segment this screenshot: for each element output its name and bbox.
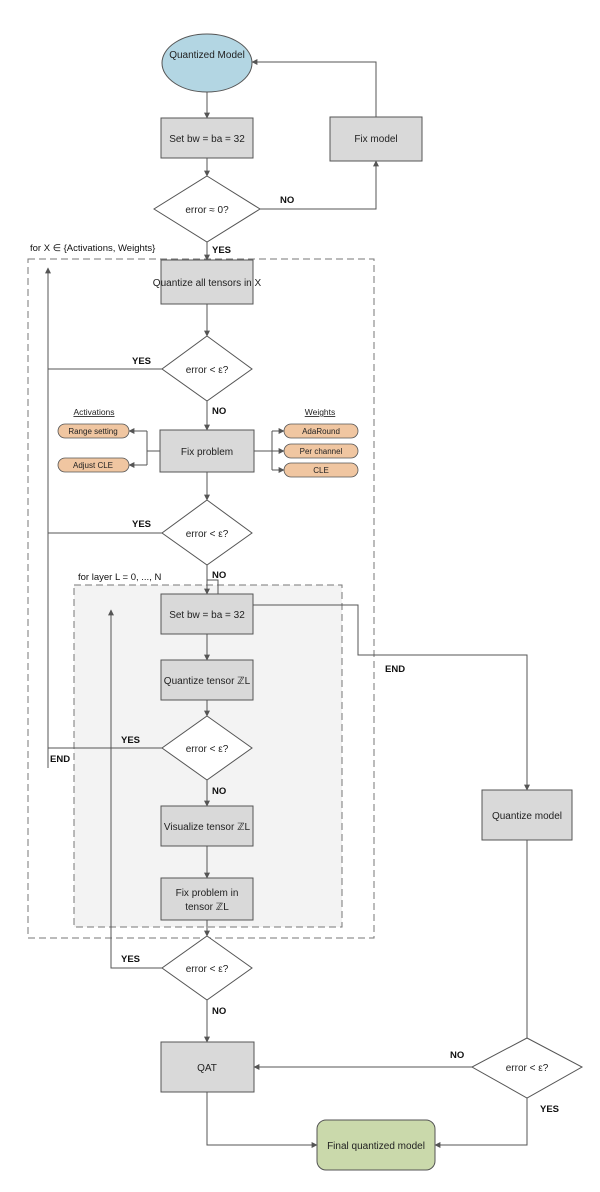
fix-problem-box — [159, 429, 255, 473]
pill-range-setting — [57, 423, 130, 439]
visualize-tensor-box — [160, 805, 254, 847]
set-bits-inner-label: Set bw = ba = 32 — [169, 610, 245, 621]
final-label: Final quantized model — [327, 1141, 425, 1152]
start-label: Quantized Model — [169, 50, 245, 61]
edge-yes-eps5: YES — [540, 1104, 559, 1115]
pill-cle-label: CLE — [313, 466, 329, 475]
check-eps3-label: error < ε? — [186, 744, 229, 755]
pill-adaround — [283, 423, 359, 439]
fix-model-label: Fix model — [354, 134, 397, 145]
check-eps1-label: error < ε? — [186, 365, 229, 376]
edge-end-left: END — [50, 754, 70, 765]
check-eps1-diamond — [161, 335, 253, 402]
edge-no-eps1: NO — [212, 406, 226, 417]
svg-text:Quantized Model: Quantized Model — [169, 50, 245, 61]
quantize-model-box — [481, 789, 573, 841]
edge-no-eps2: NO — [212, 570, 226, 581]
check-eps5-diamond — [470, 1037, 584, 1099]
edge-yes-eps2: YES — [132, 519, 151, 530]
fix-problem-label: Fix problem — [181, 447, 233, 458]
check-eps5-label: error < ε? — [506, 1063, 549, 1074]
quantize-tensor-label: Quantize tensor ℤL — [164, 676, 251, 687]
visualize-tensor-label: Visualize tensor ℤL — [164, 822, 251, 833]
quantize-model-label: Quantize model — [492, 811, 562, 822]
edge-no-fix-model: NO — [280, 195, 294, 206]
check-zero-label: error ≈ 0? — [185, 205, 229, 216]
pill-adjust-cle-label: Adjust CLE — [73, 461, 113, 470]
quantize-all-box — [160, 259, 254, 305]
pill-per-channel — [283, 443, 359, 459]
check-eps2-label: error < ε? — [186, 529, 229, 540]
check-eps2-diamond — [161, 499, 253, 566]
edge-no-eps5: NO — [450, 1050, 464, 1061]
check-eps3-diamond — [161, 715, 253, 781]
pill-cle — [283, 462, 359, 478]
quantize-all-label: Quantize all tensors in X — [153, 278, 262, 289]
set-bits-top-label: Set bw = ba = 32 — [169, 134, 245, 145]
qat-box — [160, 1041, 255, 1093]
check-zero-diamond — [153, 175, 261, 243]
quantize-tensor-box — [160, 659, 254, 701]
edge-yes-eps4: YES — [121, 954, 140, 965]
pill-per-channel-label: Per channel — [300, 447, 343, 456]
pill-range-setting-label: Range setting — [68, 427, 117, 436]
pill-adaround-label: AdaRound — [302, 427, 340, 436]
edge-no-eps3: NO — [212, 786, 226, 797]
activations-header: Activations — [73, 407, 114, 417]
edge-yes-eps1: YES — [132, 356, 151, 367]
inner-loop-label: for layer L = 0, ..., N — [78, 572, 161, 583]
qat-label: QAT — [197, 1063, 217, 1074]
edge-yes-top: YES — [212, 245, 231, 256]
fix-model-box — [329, 116, 423, 162]
edge-end-right: END — [385, 664, 405, 675]
outer-loop-box — [27, 258, 375, 939]
edge-yes-eps3: YES — [121, 735, 140, 746]
pill-adjust-cle — [57, 457, 130, 473]
fix-problem-tensor-box — [160, 877, 254, 921]
set-bits-inner-box — [160, 593, 254, 635]
edge-no-eps4: NO — [212, 1006, 226, 1017]
start-node — [161, 33, 253, 93]
check-eps4-diamond — [161, 935, 253, 1001]
weights-header: Weights — [305, 407, 336, 417]
check-eps4-label: error < ε? — [186, 964, 229, 975]
set-bits-top-box — [160, 117, 254, 159]
fix-problem-tensor-line1: Fix problem in — [176, 888, 239, 899]
outer-loop-label: for X ∈ {Activations, Weights} — [30, 243, 155, 254]
final-node — [316, 1119, 436, 1171]
fix-problem-tensor-line2: tensor ℤL — [185, 902, 229, 913]
